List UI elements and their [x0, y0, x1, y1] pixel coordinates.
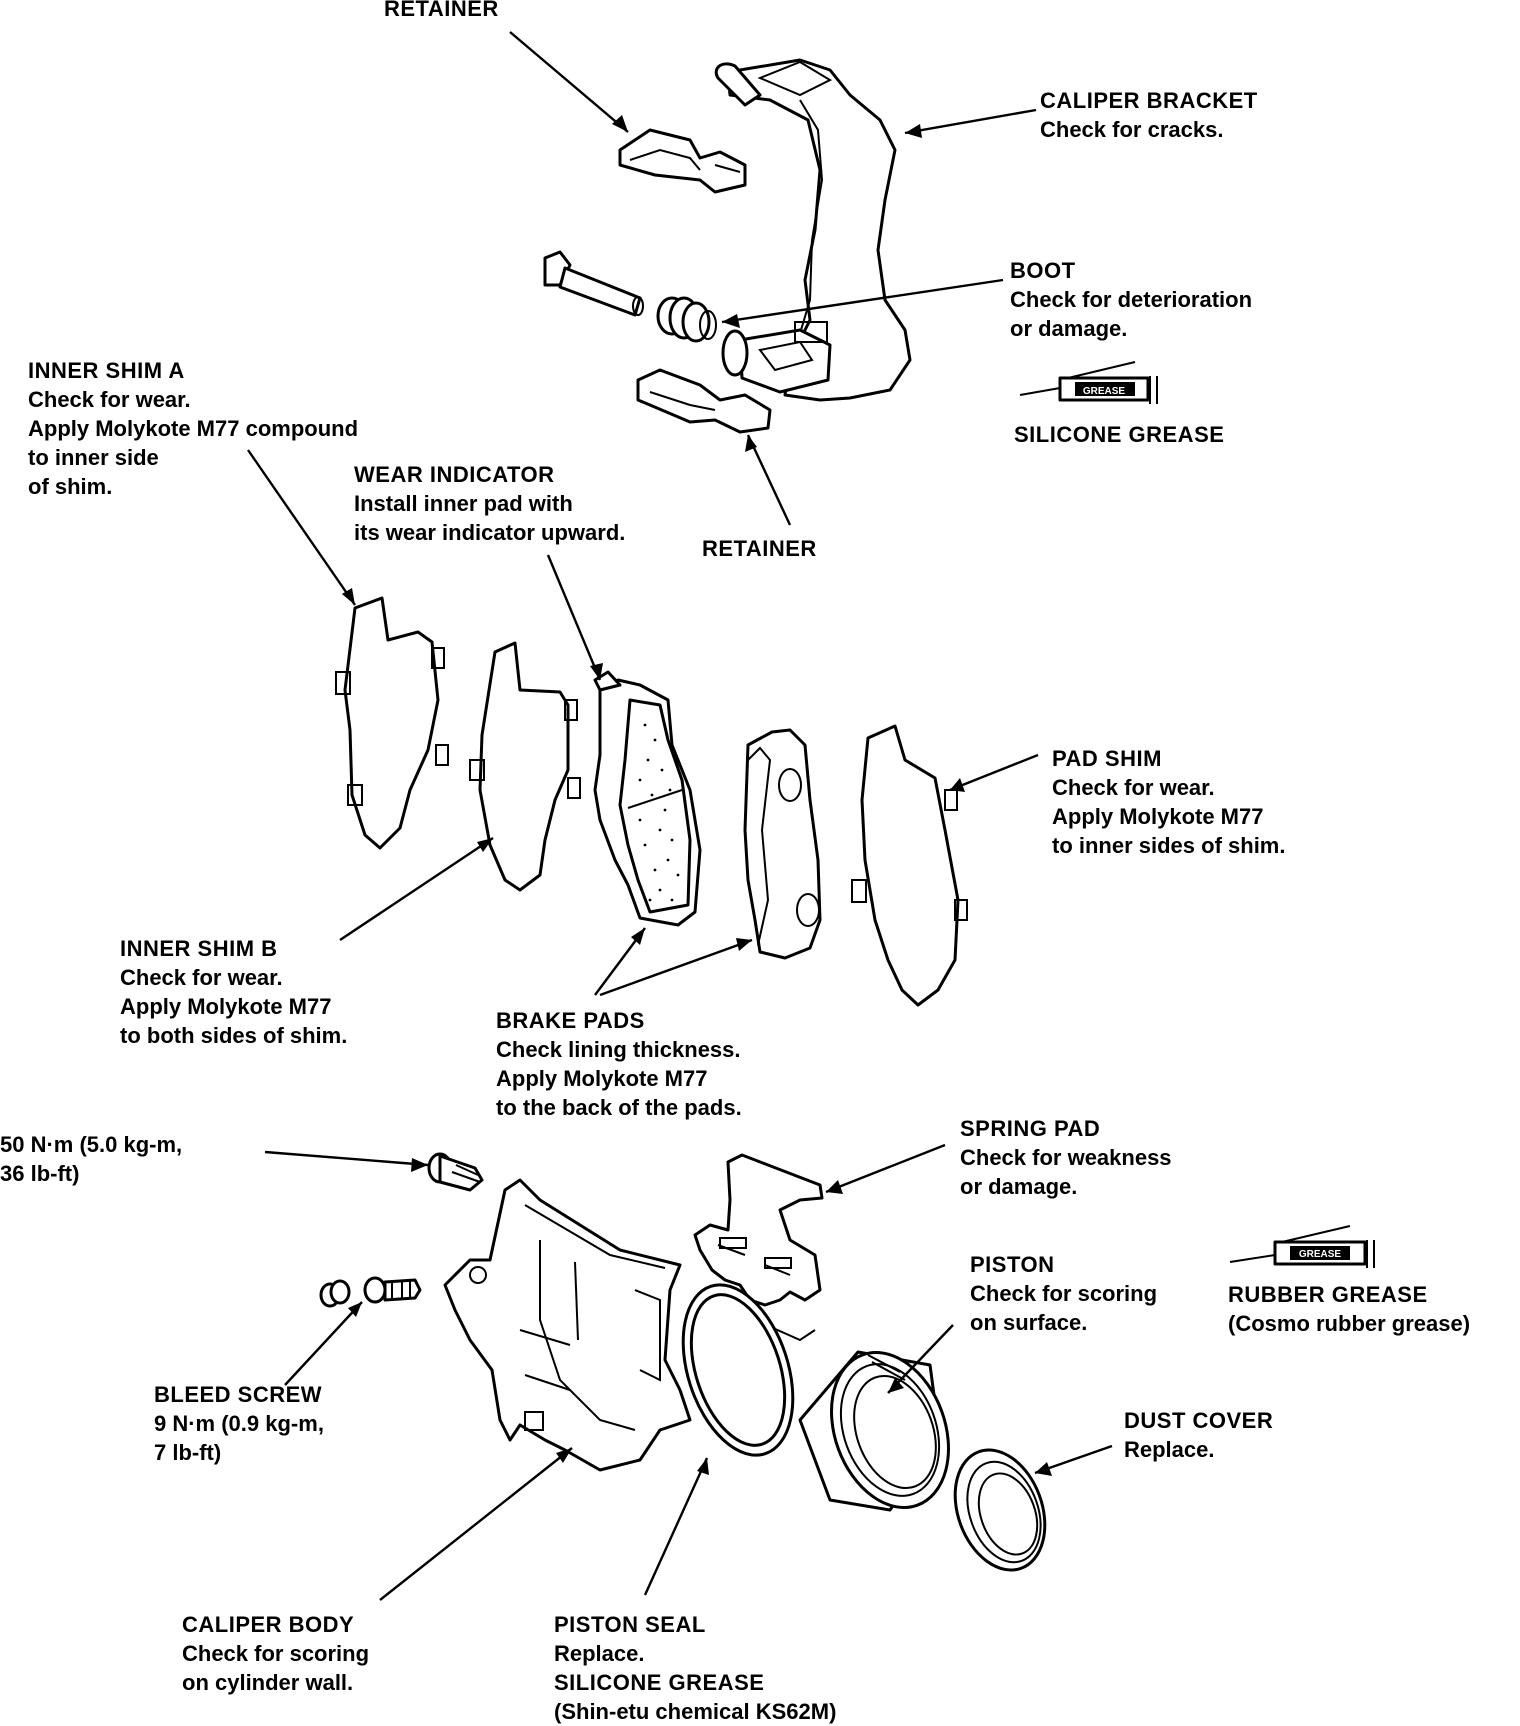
grease-tube-1-text: GREASE — [1083, 386, 1126, 397]
wear-indicator-line: Install inner pad with — [354, 491, 573, 516]
label-wear-indicator: WEAR INDICATOR Install inner pad with it… — [354, 460, 625, 547]
retainer-top-part — [618, 128, 747, 194]
piston-seal-grease: SILICONE GREASE — [554, 1670, 765, 1695]
torque-bolt-line: 50 N·m (5.0 kg-m, — [0, 1132, 183, 1157]
dust-cover-part — [953, 1448, 1047, 1572]
caliper-body-title: CALIPER BODY — [182, 1612, 355, 1637]
piston-part — [798, 1350, 950, 1512]
bleed-screw-line: 9 N·m (0.9 kg-m, — [154, 1411, 324, 1436]
inner-shim-a-line: Apply Molykote M77 compound — [28, 416, 359, 441]
brake-pad-inner-part — [593, 670, 702, 927]
label-retainer-top: RETAINER — [384, 0, 499, 21]
caliper-body-part — [443, 1178, 692, 1472]
rubber-grease-title: RUBBER GREASE — [1228, 1282, 1428, 1307]
label-brake-pads: BRAKE PADS Check lining thickness. Apply… — [496, 1006, 742, 1122]
pad-shim-line: Check for wear. — [1052, 775, 1215, 800]
torque-bolt-line: 36 lb-ft) — [0, 1161, 80, 1186]
boot-line: Check for deterioration — [1010, 287, 1253, 312]
label-retainer-lower: RETAINER — [702, 536, 817, 561]
caliper-bracket — [714, 58, 912, 402]
wear-indicator-title: WEAR INDICATOR — [354, 462, 555, 487]
brake-pads-line: Check lining thickness. — [496, 1037, 741, 1062]
caliper-body-line: Check for scoring — [182, 1641, 370, 1666]
inner-shim-a-line: of shim. — [28, 474, 113, 499]
boot-part — [656, 296, 717, 343]
piston-line: Check for scoring — [970, 1281, 1158, 1306]
label-rubber-grease: RUBBER GREASE (Cosmo rubber grease) — [1228, 1280, 1470, 1338]
brake-pads-title: BRAKE PADS — [496, 1008, 645, 1033]
piston-seal-line: Replace. — [554, 1641, 645, 1666]
label-bleed-screw: BLEED SCREW 9 N·m (0.9 kg-m, 7 lb-ft) — [154, 1380, 324, 1467]
bleed-screw-title: BLEED SCREW — [154, 1382, 323, 1407]
brake-pad-outer-part — [743, 728, 822, 960]
bleed-screw-part — [319, 1276, 422, 1308]
pad-shim-line: to inner sides of shim. — [1052, 833, 1286, 858]
pin-bolt — [543, 250, 644, 317]
label-piston: PISTON Check for scoring on surface. — [970, 1250, 1157, 1337]
dust-cover-line: Replace. — [1124, 1437, 1215, 1462]
inner-shim-b-line: Apply Molykote M77 — [120, 994, 332, 1019]
inner-shim-a-part — [335, 596, 449, 850]
dust-cover-title: DUST COVER — [1124, 1408, 1274, 1433]
piston-line: on surface. — [970, 1310, 1088, 1335]
piston-seal-title: PISTON SEAL — [554, 1612, 706, 1637]
piston-seal-part — [681, 1283, 795, 1457]
arrowheads — [342, 115, 1052, 1476]
caliper-bolt-part — [427, 1152, 484, 1192]
piston-title: PISTON — [970, 1252, 1055, 1277]
label-boot: BOOT Check for deterioration or damage. — [1010, 256, 1252, 343]
pad-shim-line: Apply Molykote M77 — [1052, 804, 1264, 829]
grease-tube-2-text: GREASE — [1299, 1249, 1342, 1260]
label-spring-pad: SPRING PAD Check for weakness or damage. — [960, 1114, 1172, 1201]
label-pad-shim: PAD SHIM Check for wear. Apply Molykote … — [1052, 744, 1285, 860]
spring-pad-title: SPRING PAD — [960, 1116, 1101, 1141]
label-caliper-body: CALIPER BODY Check for scoring on cylind… — [182, 1610, 369, 1697]
grease-tube-1-icon — [1019, 361, 1158, 404]
label-silicone-grease-1: SILICONE GREASE — [1014, 422, 1225, 447]
brake-pads-line: Apply Molykote M77 — [496, 1066, 708, 1091]
inner-shim-a-title: INNER SHIM A — [28, 358, 185, 383]
inner-shim-a-line: to inner side — [28, 445, 159, 470]
inner-shim-b-part — [469, 641, 581, 892]
grease-tube-2-icon — [1229, 1225, 1375, 1268]
bleed-screw-line: 7 lb-ft) — [154, 1440, 222, 1465]
retainer-lower-part — [636, 368, 772, 434]
label-inner-shim-b: INNER SHIM B Check for wear. Apply Molyk… — [120, 934, 347, 1050]
pad-shim-title: PAD SHIM — [1052, 746, 1162, 771]
spring-pad-part — [693, 1153, 824, 1342]
label-caliper-bracket: CALIPER BRACKET Check for cracks. — [1040, 86, 1258, 144]
boot-title: BOOT — [1010, 258, 1076, 283]
piston-seal-line: (Shin-etu chemical KS62M) — [554, 1699, 837, 1724]
caliper-bracket-line: Check for cracks. — [1040, 117, 1224, 142]
label-inner-shim-a: INNER SHIM A Check for wear. Apply Molyk… — [28, 356, 358, 501]
label-piston-seal: PISTON SEAL Replace. SILICONE GREASE (Sh… — [554, 1610, 836, 1726]
leader-lines — [247, 31, 1113, 1601]
label-torque-bolt: 50 N·m (5.0 kg-m, 36 lb-ft) — [0, 1130, 182, 1188]
inner-shim-a-line: Check for wear. — [28, 387, 191, 412]
wear-indicator-line: its wear indicator upward. — [354, 520, 626, 545]
label-dust-cover: DUST COVER Replace. — [1124, 1406, 1273, 1464]
pad-shim-part — [851, 724, 968, 1007]
boot-line: or damage. — [1010, 316, 1128, 341]
spring-pad-line: or damage. — [960, 1174, 1078, 1199]
inner-shim-b-line: Check for wear. — [120, 965, 283, 990]
inner-shim-b-title: INNER SHIM B — [120, 936, 278, 961]
caliper-body-line: on cylinder wall. — [182, 1670, 354, 1695]
brake-pads-line: to the back of the pads. — [496, 1095, 742, 1120]
inner-shim-b-line: to both sides of shim. — [120, 1023, 348, 1048]
spring-pad-line: Check for weakness — [960, 1145, 1172, 1170]
rubber-grease-line: (Cosmo rubber grease) — [1228, 1311, 1471, 1336]
caliper-bracket-title: CALIPER BRACKET — [1040, 88, 1258, 113]
